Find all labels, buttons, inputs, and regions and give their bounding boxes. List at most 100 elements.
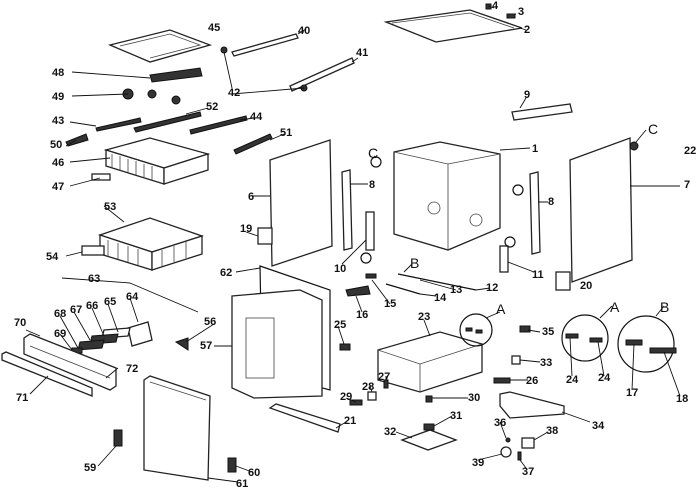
- label-72: 72: [126, 363, 138, 375]
- part-9: [511, 103, 573, 121]
- label-39: 39: [472, 457, 484, 469]
- part-43: [95, 117, 142, 132]
- label-17: 17: [626, 387, 638, 399]
- part-8-right-strip: [529, 171, 541, 255]
- part-1-tub: [393, 141, 501, 251]
- parts: [1, 3, 677, 481]
- label-53: 53: [104, 201, 116, 213]
- label-2: 2: [524, 24, 530, 36]
- part-30: [425, 395, 433, 403]
- part-23-base: [377, 331, 483, 393]
- detail-marker-a: A: [496, 301, 506, 317]
- label-45: 45: [208, 22, 220, 34]
- label-63: 63: [88, 273, 100, 285]
- part-31: [423, 423, 435, 431]
- part-61-outer-door: [143, 375, 211, 481]
- label-66: 66: [86, 300, 98, 312]
- part-10-hinge: [365, 211, 375, 251]
- label-20: 20: [580, 280, 592, 292]
- label-46: 46: [52, 157, 64, 169]
- part-59: [113, 429, 123, 447]
- detail-marker-c: C: [368, 145, 378, 161]
- label-15: 15: [384, 298, 396, 310]
- label-43: 43: [52, 115, 64, 127]
- part-15: [365, 273, 377, 279]
- part-35: [519, 325, 531, 333]
- label-9: 9: [524, 89, 530, 101]
- part-45-cutlery-tray: [107, 29, 213, 63]
- label-64: 64: [126, 291, 139, 303]
- label-22: 22: [684, 145, 696, 157]
- label-1: 1: [532, 143, 538, 155]
- part-21-kick-plate: [268, 403, 341, 433]
- part-8-left-strip: [341, 169, 353, 251]
- label-33: 33: [540, 357, 552, 369]
- part-48: [149, 67, 203, 83]
- detail-a-large: [561, 314, 609, 362]
- part-60: [227, 457, 237, 473]
- part-12: [397, 273, 477, 291]
- label-54: 54: [46, 251, 59, 263]
- part-57-inner-door: [231, 289, 323, 399]
- label-25: 25: [334, 319, 346, 331]
- part-51: [233, 133, 273, 155]
- detail-a-small: [459, 313, 493, 347]
- label-70: 70: [14, 317, 26, 329]
- part-26: [493, 377, 511, 384]
- label-49: 49: [52, 91, 64, 103]
- label-37: 37: [522, 466, 534, 478]
- label-69: 69: [54, 328, 66, 340]
- label-8: 8: [369, 179, 375, 191]
- part-14: [385, 283, 421, 295]
- label-57: 57: [200, 340, 212, 352]
- label-36: 36: [494, 417, 506, 429]
- label-18: 18: [676, 393, 688, 405]
- label-27: 27: [378, 371, 390, 383]
- label-62: 62: [220, 267, 232, 279]
- label-42: 42: [228, 87, 240, 99]
- part-39: [500, 446, 512, 458]
- part-47: [91, 173, 111, 181]
- label-50: 50: [50, 139, 62, 151]
- label-67: 67: [70, 304, 82, 316]
- label-14: 14: [434, 292, 447, 304]
- part-6-side-panel: [269, 139, 333, 267]
- part-32: [400, 429, 458, 451]
- label-61: 61: [236, 478, 248, 490]
- part-52: [133, 111, 202, 133]
- part-34: [499, 391, 565, 419]
- label-47: 47: [52, 181, 64, 193]
- part-28: [367, 391, 377, 401]
- part-7-side-panel: [569, 137, 633, 283]
- label-28: 28: [362, 381, 374, 393]
- label-32: 32: [384, 426, 396, 438]
- detail-marker-c: C: [648, 121, 658, 137]
- label-29: 29: [340, 391, 352, 403]
- label-38: 38: [546, 425, 558, 437]
- part-41-rail: [289, 57, 355, 92]
- part-37: [517, 451, 522, 461]
- part-67: [77, 339, 105, 351]
- part-11-hinge: [499, 245, 509, 273]
- label-51: 51: [280, 127, 292, 139]
- label-23: 23: [418, 311, 430, 323]
- label-3: 3: [518, 6, 524, 18]
- part-63: [129, 282, 199, 313]
- label-60: 60: [248, 467, 260, 479]
- label-7: 7: [684, 179, 690, 191]
- label-4: 4: [492, 0, 499, 12]
- label-48: 48: [52, 67, 64, 79]
- label-52: 52: [206, 101, 218, 113]
- label-13: 13: [450, 284, 462, 296]
- part-3: [506, 13, 516, 19]
- part-71-handle: [1, 351, 93, 397]
- part-40-rail: [231, 33, 299, 57]
- label-40: 40: [298, 25, 310, 37]
- detail-markers: C C B A A B: [368, 121, 669, 317]
- label-34: 34: [592, 420, 605, 432]
- label-26: 26: [526, 375, 538, 387]
- part-38: [521, 437, 535, 449]
- part-36: [505, 437, 511, 443]
- label-59: 59: [84, 462, 96, 474]
